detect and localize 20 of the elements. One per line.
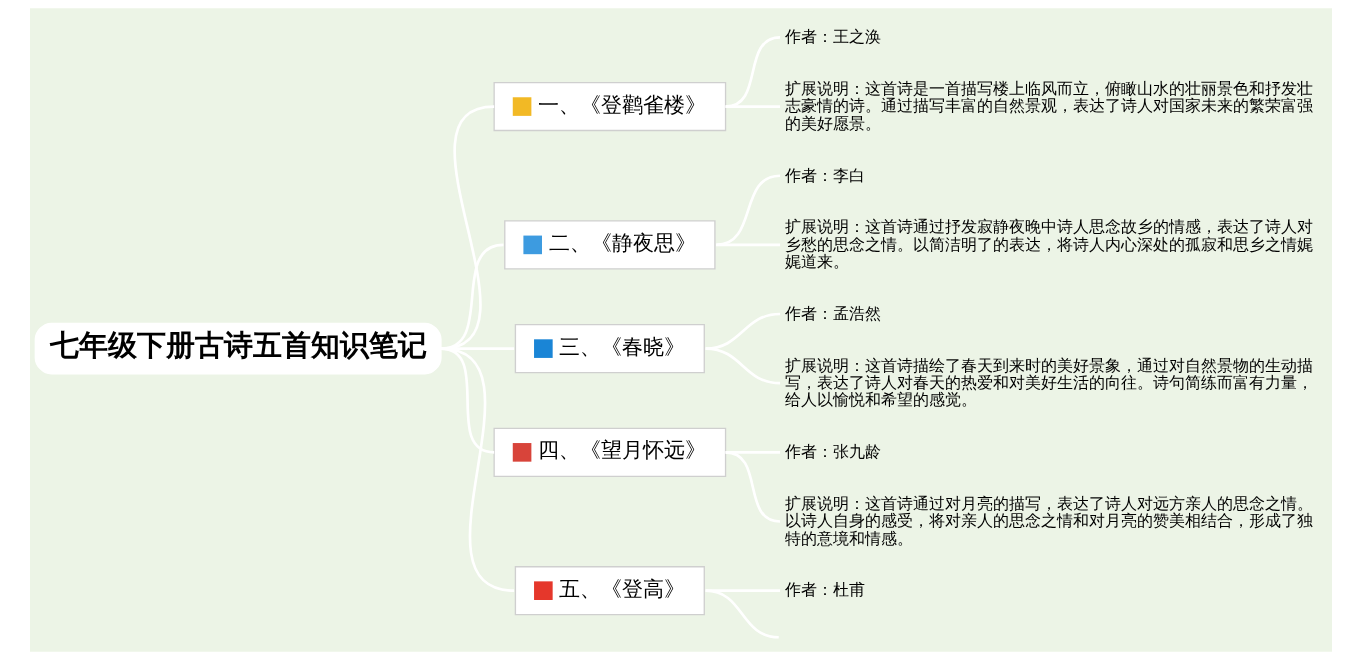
node-text: 作者：孟浩然	[784, 303, 881, 323]
connector	[724, 36, 780, 108]
node-box: 七年级下册古诗五首知识笔记	[34, 322, 442, 375]
node-text: 扩展说明：这首诗描绘了春天到来时的美好景象，通过对自然景物的生动描写，表达了诗人对春天的热爱和对美好生活的向往。诗句简练而富有力量，给人以愉悦和希望的感觉。	[784, 355, 1313, 410]
node-text: 扩展说明：这首诗是一首描写楼上临风而立，俯瞰山水的壮丽景色和抒发壮志豪情的诗。通过描写丰富的自然景观，表达了诗人对国家未来的繁荣富强的美好愿景。	[784, 79, 1313, 133]
node-box: 五、《登高》	[514, 566, 705, 616]
connector	[715, 174, 780, 247]
node-text: 作者：张九龄	[784, 442, 881, 462]
node-box: 二、《静夜思》	[503, 220, 716, 270]
connector	[724, 451, 780, 523]
node-text: 扩展说明：这首诗通过对月亮的描写，表达了诗人对远方亲人的思念之情。以诗人自身的感受，将对亲人的思念之情和对月亮的赞美相结合，形成了独特的意境和情感。	[784, 494, 1313, 548]
node-box: 四、《望月怀远》	[493, 427, 726, 477]
node-text: 作者：杜甫	[784, 580, 865, 600]
connector	[705, 347, 780, 385]
node-box: 一、《登鹳雀楼》	[493, 81, 726, 132]
node-text: 扩展说明：这首诗通过抒发寂静夜晚中诗人思念故乡的情感，表达了诗人对乡愁的思念之情。以简洁明了的表达，将诗人内心深处的孤寂和思乡之情娓娓道来。	[784, 217, 1313, 271]
node-box: 三、《春晓》	[514, 324, 705, 374]
connector	[704, 589, 779, 639]
node-text: 作者：王之涣	[784, 27, 881, 47]
node-text: 作者：李白	[784, 165, 865, 185]
